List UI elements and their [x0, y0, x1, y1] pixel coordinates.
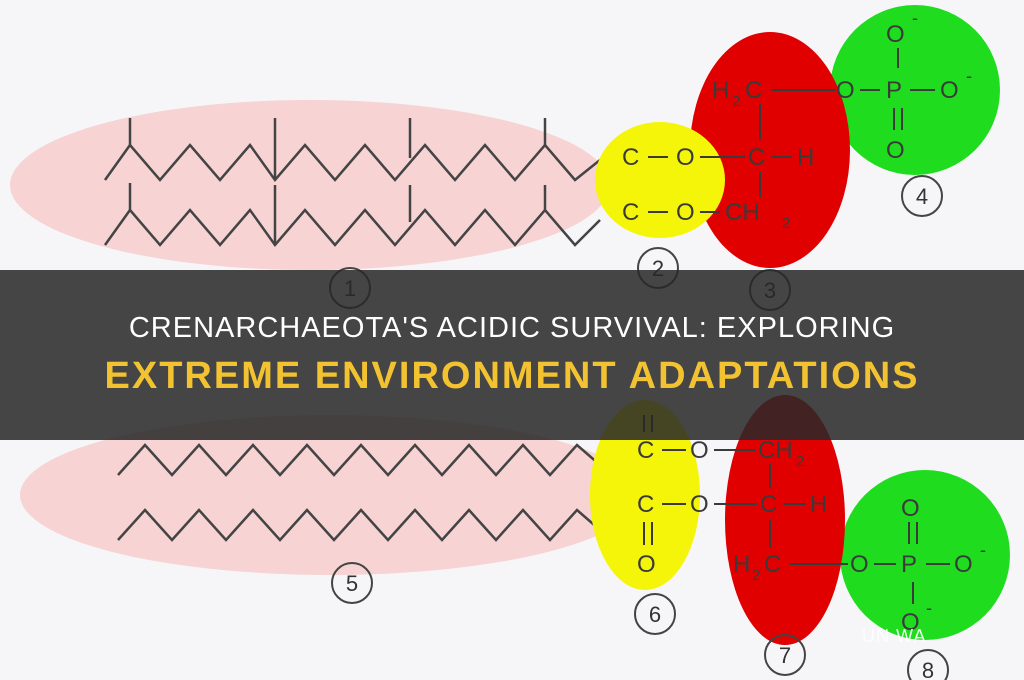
phosphate-oxygen: O [954, 551, 973, 578]
linker-oxygen: O [676, 144, 695, 171]
label-circle-5 [331, 562, 373, 604]
linker-oxygen: O [690, 437, 709, 464]
banner-title-line1: CRENARCHAEOTA'S ACIDIC SURVIVAL: EXPLORI… [128, 312, 896, 344]
ether-linker [595, 122, 725, 238]
label-circle-6 [634, 593, 676, 635]
isoprenoid-chain-region [10, 100, 610, 270]
watermark: UN WA [862, 626, 927, 646]
backbone-hydrogen: H [810, 491, 827, 518]
label-circle-8 [907, 649, 949, 680]
linker-carbon: C [622, 144, 639, 171]
isoprenoid-chain-upper [103, 142, 601, 183]
backbone-carbon-h: H [733, 551, 750, 578]
backbone-carbon: CH [758, 437, 793, 464]
phosphate-oxygen: O [886, 21, 905, 48]
phosphate-oxygen-link: O [836, 77, 855, 104]
label-circle-7 [764, 634, 806, 676]
backbone-carbon: CH [725, 199, 760, 226]
backbone-hydrogen: H [797, 144, 814, 171]
backbone-carbon: C [764, 551, 781, 578]
isoprenoid-chain-lower [103, 207, 601, 248]
phosphate-oxygen: O [886, 137, 905, 164]
carbonyl-oxygen: O [637, 551, 656, 578]
fatty-acid-chain-lower [117, 508, 601, 542]
phosphate-oxygen: O [940, 77, 959, 104]
charge-sign: - [980, 540, 986, 560]
title-banner: CRENARCHAEOTA'S ACIDIC SURVIVAL: EXPLORI… [0, 270, 1024, 440]
label-number-8: 8 [922, 658, 934, 680]
phosphorus: P [886, 77, 902, 104]
phosphate-head [840, 470, 1010, 640]
backbone-carbon: C [745, 77, 762, 104]
label-circle-4 [901, 175, 943, 217]
linker-oxygen: O [676, 199, 695, 226]
label-number-6: 6 [649, 602, 661, 627]
subscript: 2 [796, 453, 804, 470]
phosphate-oxygen-link: O [850, 551, 869, 578]
charge-sign: - [966, 66, 972, 86]
banner-title-line2: EXTREME ENVIRONMENT ADAPTATIONS [104, 355, 920, 397]
linker-carbon: C [637, 491, 654, 518]
backbone-carbon-h: H [712, 77, 729, 104]
ester-linker [590, 400, 700, 590]
charge-sign: - [912, 8, 918, 28]
glycerol-backbone [725, 395, 845, 645]
subscript: 2 [732, 93, 740, 110]
linker-carbon: C [637, 437, 654, 464]
label-number-5: 5 [346, 571, 358, 596]
phosphate-oxygen: O [901, 609, 920, 636]
subscript: 2 [782, 215, 790, 232]
label-number-4: 4 [916, 184, 928, 209]
backbone-carbon: C [760, 491, 777, 518]
phosphate-oxygen: O [901, 495, 920, 522]
fatty-acid-chain-upper [117, 443, 601, 477]
label-number-7: 7 [779, 643, 791, 668]
phosphorus: P [901, 551, 917, 578]
backbone-carbon: C [748, 144, 765, 171]
charge-sign: - [926, 598, 932, 618]
subscript: 2 [752, 567, 760, 584]
linker-carbon: C [622, 199, 639, 226]
linker-oxygen: O [690, 491, 709, 518]
